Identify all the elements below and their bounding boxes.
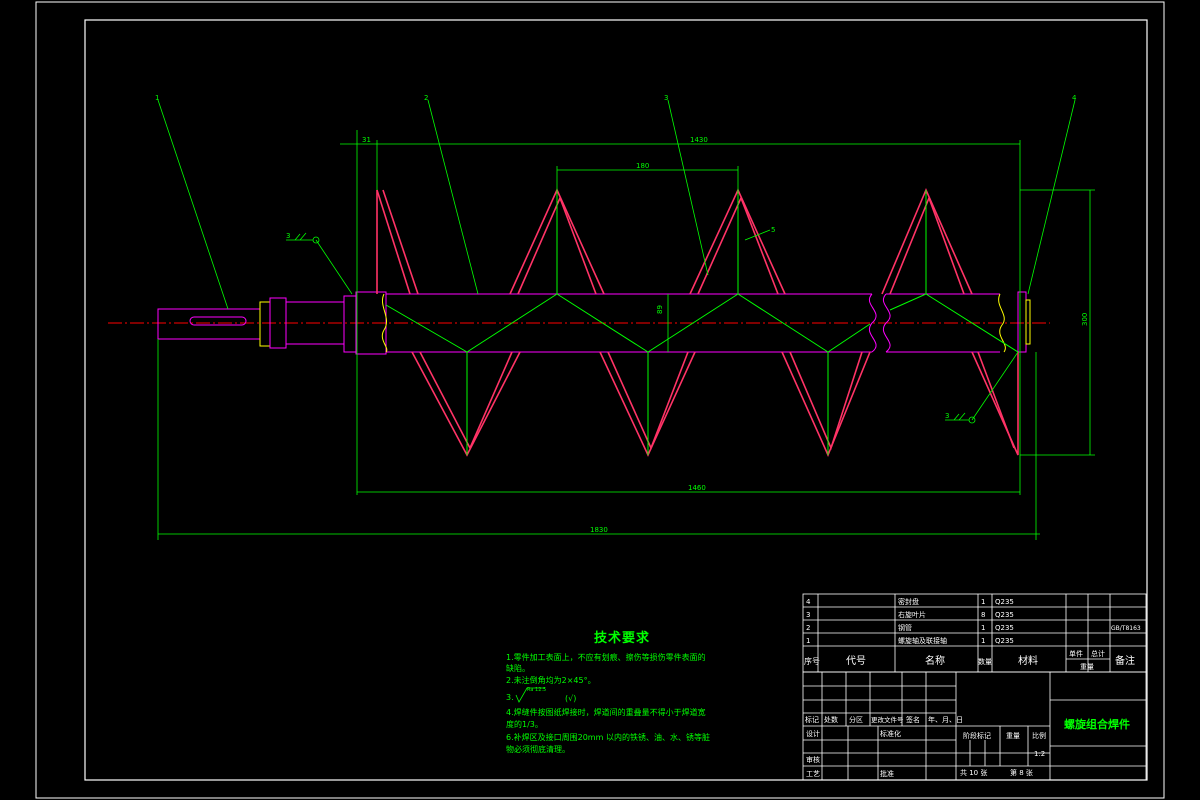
- note-line-4: 4.焊缝件按图纸焊接时，焊道间的重叠量不得小于焊道宽: [506, 707, 706, 717]
- tb-approve: 批准: [880, 769, 894, 778]
- bom-no-2: 2: [806, 624, 810, 632]
- dim-bottom-inner: 1460: [688, 484, 706, 492]
- bom-no-1: 1: [806, 637, 810, 645]
- tb-label-zone: 分区: [849, 715, 863, 724]
- bom-no-3: 3: [806, 611, 810, 619]
- bom-name-1: 螺旋轴及联接轴: [898, 636, 947, 645]
- tb-standard: 标准化: [880, 729, 901, 738]
- bom-mat-2: Q235: [995, 624, 1014, 632]
- note-line-2: 2.未注倒角均为2×45°。: [506, 675, 596, 685]
- leader-label-2: 2: [424, 94, 428, 102]
- bom-remark-2: GB/T8163: [1111, 625, 1141, 632]
- bom-name-3: 右旋叶片: [898, 610, 926, 619]
- bom-header-no: 序号: [804, 656, 820, 666]
- bom-qty-1: 1: [981, 637, 985, 645]
- bom-header-single: 单件: [1069, 649, 1083, 658]
- note-line-1b: 缺陷。: [506, 663, 530, 673]
- tb-sheet-no: 第 8 张: [1010, 768, 1033, 777]
- bom-qty-4: 1: [981, 598, 985, 606]
- tb-review: 审核: [806, 755, 820, 764]
- bom-header-remark: 备注: [1115, 654, 1135, 667]
- dim-pitch: 180: [636, 162, 649, 170]
- bom-table: [802, 593, 1147, 673]
- tb-label-date: 年、月、日: [928, 715, 963, 724]
- bom-header-code: 代号: [846, 655, 866, 667]
- tb-process: 工艺: [806, 770, 820, 778]
- tb-stage: 阶段标记: [963, 731, 991, 740]
- weld-symbols: [294, 232, 966, 421]
- weld-label-b: 3: [945, 412, 949, 420]
- tb-label-sign: 签名: [906, 715, 920, 724]
- notes-title: 技术要求: [594, 630, 650, 646]
- tb-weight: 重量: [1006, 732, 1020, 740]
- leader-label-1: 1: [155, 94, 159, 102]
- bom-header-name: 名称: [925, 654, 945, 667]
- bom-header-material: 材料: [1018, 654, 1038, 667]
- note-line-4b: 度的1/3。: [506, 719, 543, 729]
- inner-frame: [84, 19, 1148, 781]
- outer-frame: [35, 1, 1165, 799]
- weld-label-a: 3: [286, 232, 290, 240]
- note-line-1: 1.零件加工表面上，不应有划痕、擦伤等损伤零件表面的: [506, 652, 706, 662]
- helix-lines: [385, 190, 1019, 455]
- note-roughness-tail: (√): [565, 694, 576, 703]
- dim-flight-length: 1430: [690, 136, 708, 144]
- dim-pipe-dia: 89: [656, 305, 664, 314]
- dimension-lines: [157, 130, 1095, 540]
- bom-header-weight: 重量: [1080, 663, 1094, 671]
- bom-qty-3: 8: [981, 611, 985, 619]
- tb-scale: 比例: [1032, 731, 1046, 740]
- tb-label-change-doc: 更改文件号: [871, 715, 904, 724]
- tb-design: 设计: [806, 729, 820, 738]
- leader-label-4: 4: [1072, 94, 1077, 102]
- tb-label-mark: 标记: [805, 715, 819, 724]
- shaft: [157, 291, 387, 355]
- bom-header-total: 总计: [1091, 649, 1105, 658]
- bom-no-4: 4: [806, 598, 811, 606]
- note-roughness: Ra 12.5: [527, 687, 546, 693]
- bom-qty-2: 1: [981, 624, 985, 632]
- bom-mat-1: Q235: [995, 637, 1014, 645]
- leader-lines: [157, 99, 1076, 424]
- note-line-6b: 物必须彻底清理。: [506, 744, 570, 754]
- bom-header-qty: 数量: [978, 657, 992, 666]
- bom-name-2: 钢管: [898, 623, 912, 632]
- dim-left-offset: 31: [362, 136, 371, 144]
- bom-mat-4: Q235: [995, 598, 1014, 606]
- roughness-symbol: [515, 687, 545, 703]
- note-line-6: 6.补焊区及接口周围20mm 以内的铁锈、油、水、锈等脏: [506, 732, 710, 742]
- title-block: [802, 671, 1147, 781]
- tb-scale-value: 1:2: [1034, 750, 1045, 758]
- bom-mat-3: Q235: [995, 611, 1014, 619]
- tb-part-name: 螺旋组合焊件: [1064, 717, 1130, 731]
- bom-name-4: 密封盘: [898, 597, 919, 606]
- dim-outer-dia: 300: [1081, 313, 1089, 326]
- leader-label-3: 3: [664, 94, 668, 102]
- dim-overall: 1830: [590, 526, 608, 534]
- tb-label-count: 处数: [824, 715, 838, 724]
- pipe: [381, 291, 1031, 353]
- tb-sheets: 共 10 张: [960, 768, 987, 777]
- dim-flight-thickness: 5: [771, 226, 775, 234]
- note-line-3: 3.: [506, 693, 514, 702]
